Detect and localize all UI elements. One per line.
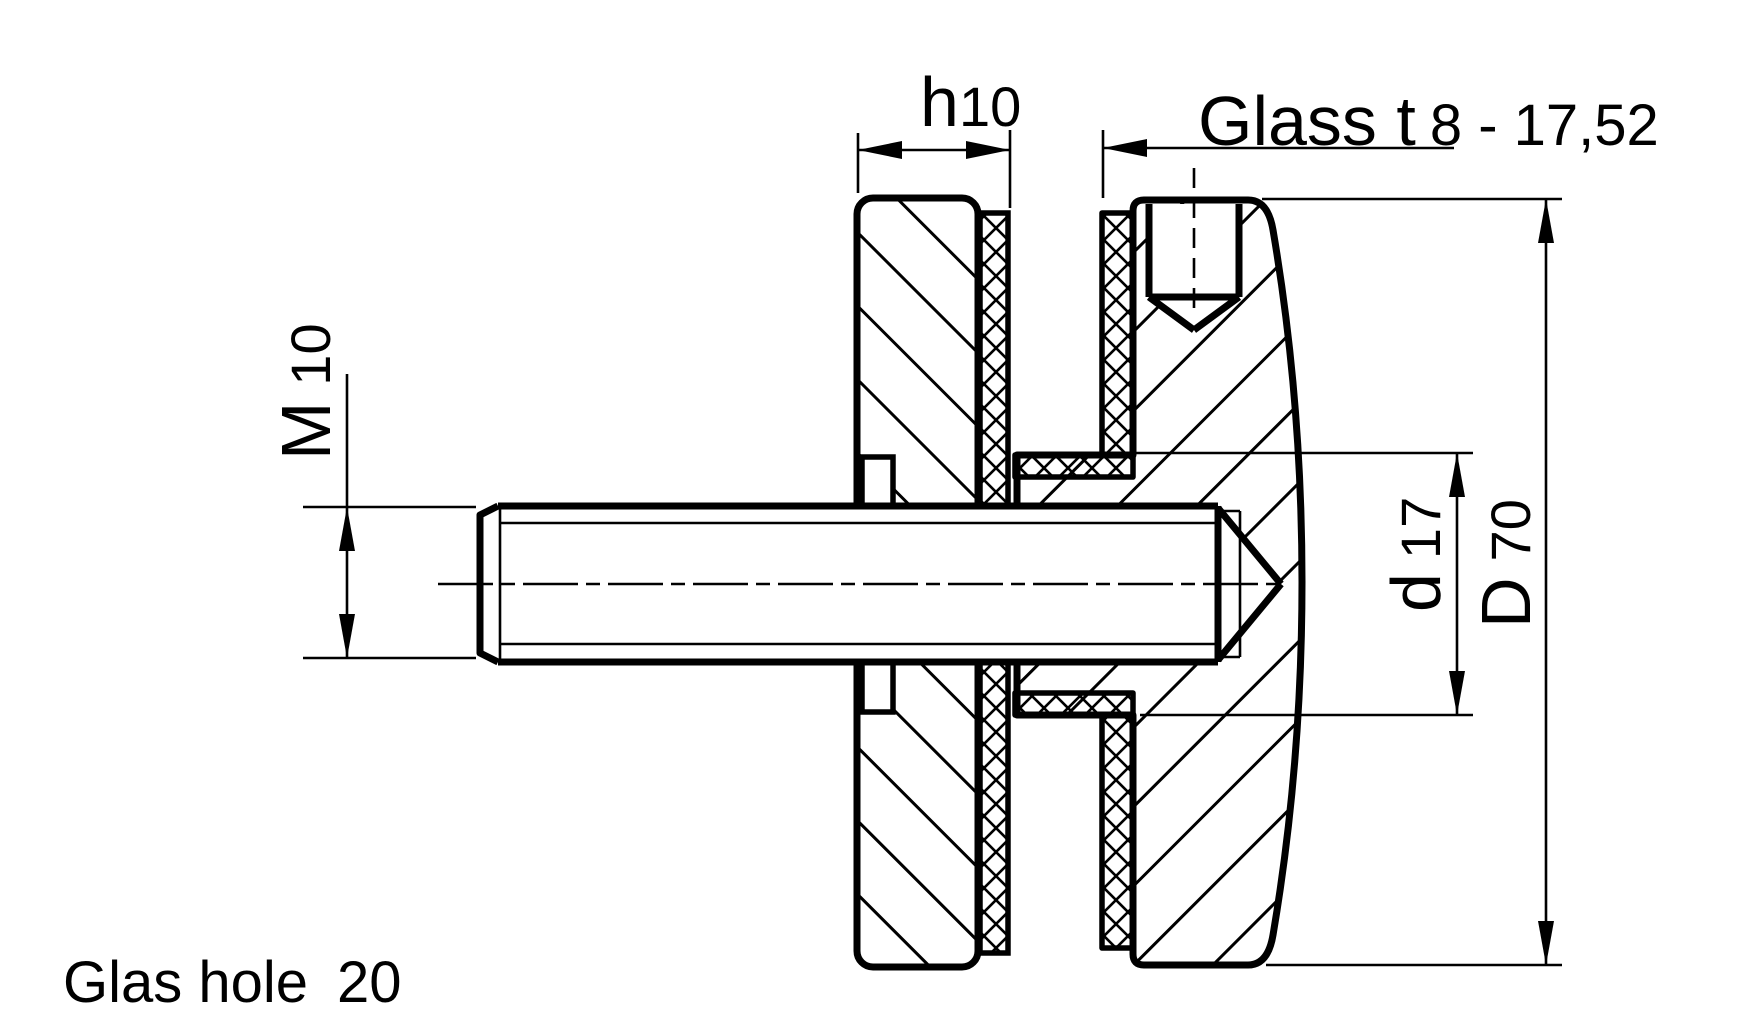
socket-hole: [1145, 168, 1243, 333]
rear-gasket-bottom: [1012, 690, 1136, 951]
threaded-stud: [438, 502, 1284, 666]
dimension-h10: h10: [856, 63, 1021, 208]
m10-label: M10: [267, 323, 345, 460]
dimension-m10: M10: [267, 323, 476, 660]
dimension-d70: D70: [1262, 197, 1562, 967]
d17-label: d17: [1377, 497, 1455, 612]
dimension-d17: d17: [1135, 451, 1473, 717]
h10-label: h10: [920, 63, 1021, 141]
disc-recess-bottom: [859, 659, 896, 715]
rear-gasket-top: [1012, 210, 1136, 480]
d70-label: D70: [1467, 499, 1545, 628]
disc-recess-top: [859, 454, 896, 509]
